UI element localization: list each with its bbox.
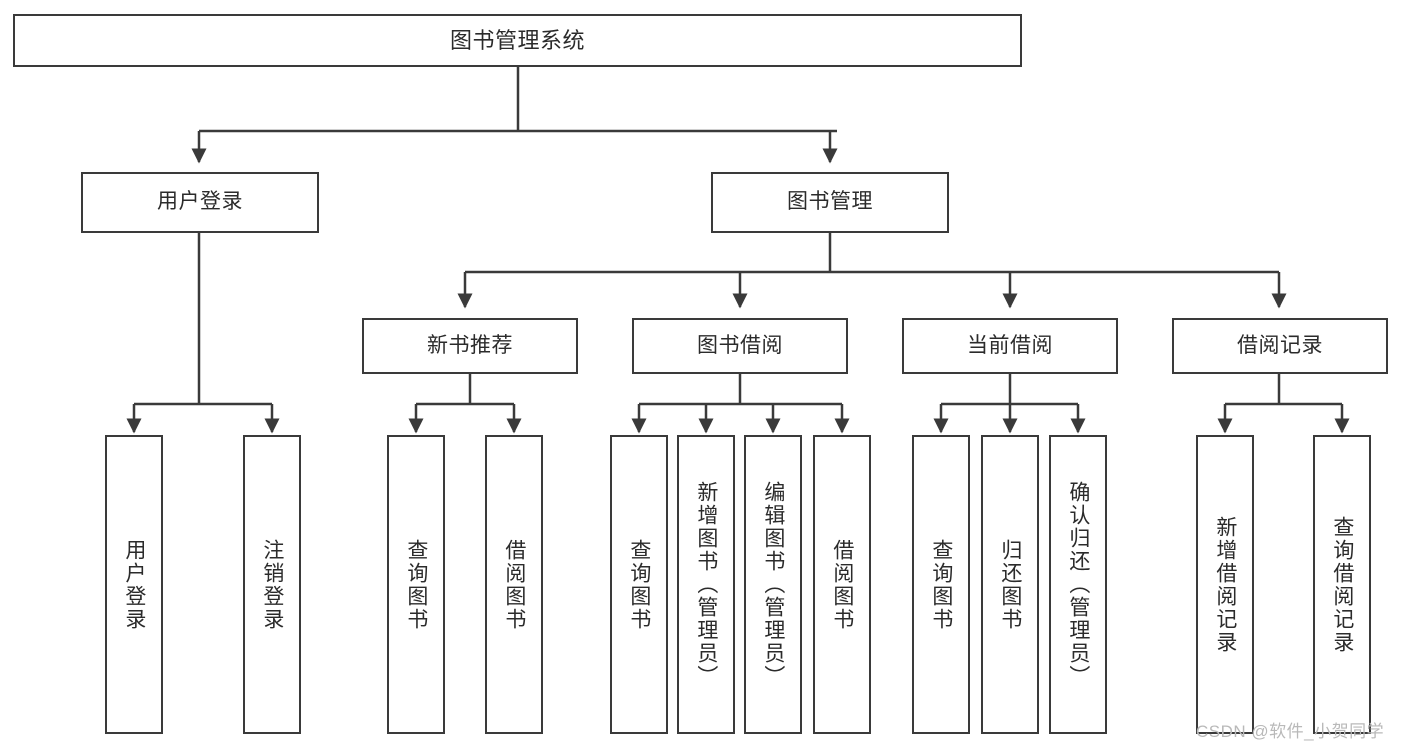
leaf-borrow-add-book-admin[interactable]: 新增图书（管理员） <box>677 435 735 734</box>
leaf-borrow-borrow-book[interactable]: 借阅图书 <box>813 435 871 734</box>
node-current-borrow-label: 当前借阅 <box>967 333 1053 357</box>
leaf-recommend-query-book-label: 查询图书 <box>404 538 428 631</box>
leaf-borrow-edit-book-admin-label: 编辑图书（管理员） <box>761 481 785 688</box>
node-book-management-label: 图书管理 <box>787 190 873 214</box>
leaf-recommend-query-book[interactable]: 查询图书 <box>387 435 445 734</box>
node-user-login-label: 用户登录 <box>157 190 243 214</box>
leaf-current-confirm-return-admin[interactable]: 确认归还（管理员） <box>1049 435 1107 734</box>
leaf-recommend-borrow-book[interactable]: 借阅图书 <box>485 435 543 734</box>
leaf-borrow-borrow-book-label: 借阅图书 <box>830 538 854 631</box>
leaf-user-login-signout[interactable]: 注销登录 <box>243 435 301 734</box>
leaf-record-query-record[interactable]: 查询借阅记录 <box>1313 435 1371 734</box>
leaf-user-login-signout-label: 注销登录 <box>260 538 284 631</box>
leaf-current-return-book[interactable]: 归还图书 <box>981 435 1039 734</box>
leaf-borrow-add-book-admin-label: 新增图书（管理员） <box>694 481 718 688</box>
leaf-record-query-record-label: 查询借阅记录 <box>1330 515 1354 654</box>
leaf-record-add-record[interactable]: 新增借阅记录 <box>1196 435 1254 734</box>
leaf-borrow-edit-book-admin[interactable]: 编辑图书（管理员） <box>744 435 802 734</box>
node-book-management[interactable]: 图书管理 <box>711 172 949 233</box>
node-new-book-recommend[interactable]: 新书推荐 <box>362 318 578 374</box>
leaf-current-query-book[interactable]: 查询图书 <box>912 435 970 734</box>
csdn-watermark: CSDN @软件_小贺同学 <box>1196 722 1385 741</box>
leaf-user-login-signin[interactable]: 用户登录 <box>105 435 163 734</box>
leaf-record-add-record-label: 新增借阅记录 <box>1213 515 1237 654</box>
node-borrow-record[interactable]: 借阅记录 <box>1172 318 1388 374</box>
node-book-borrow-label: 图书借阅 <box>697 333 783 357</box>
node-root-label: 图书管理系统 <box>449 27 585 53</box>
leaf-current-return-book-label: 归还图书 <box>998 538 1022 631</box>
leaf-current-confirm-return-admin-label: 确认归还（管理员） <box>1066 481 1090 688</box>
node-book-borrow[interactable]: 图书借阅 <box>632 318 848 374</box>
node-user-login[interactable]: 用户登录 <box>81 172 319 233</box>
leaf-recommend-borrow-book-label: 借阅图书 <box>502 538 526 631</box>
leaf-user-login-signin-label: 用户登录 <box>122 538 146 631</box>
leaf-borrow-query-book[interactable]: 查询图书 <box>610 435 668 734</box>
leaf-borrow-query-book-label: 查询图书 <box>627 538 651 631</box>
node-current-borrow[interactable]: 当前借阅 <box>902 318 1118 374</box>
node-root[interactable]: 图书管理系统 <box>13 14 1022 67</box>
leaf-current-query-book-label: 查询图书 <box>929 538 953 631</box>
node-borrow-record-label: 借阅记录 <box>1237 333 1323 357</box>
node-new-book-recommend-label: 新书推荐 <box>427 333 513 357</box>
